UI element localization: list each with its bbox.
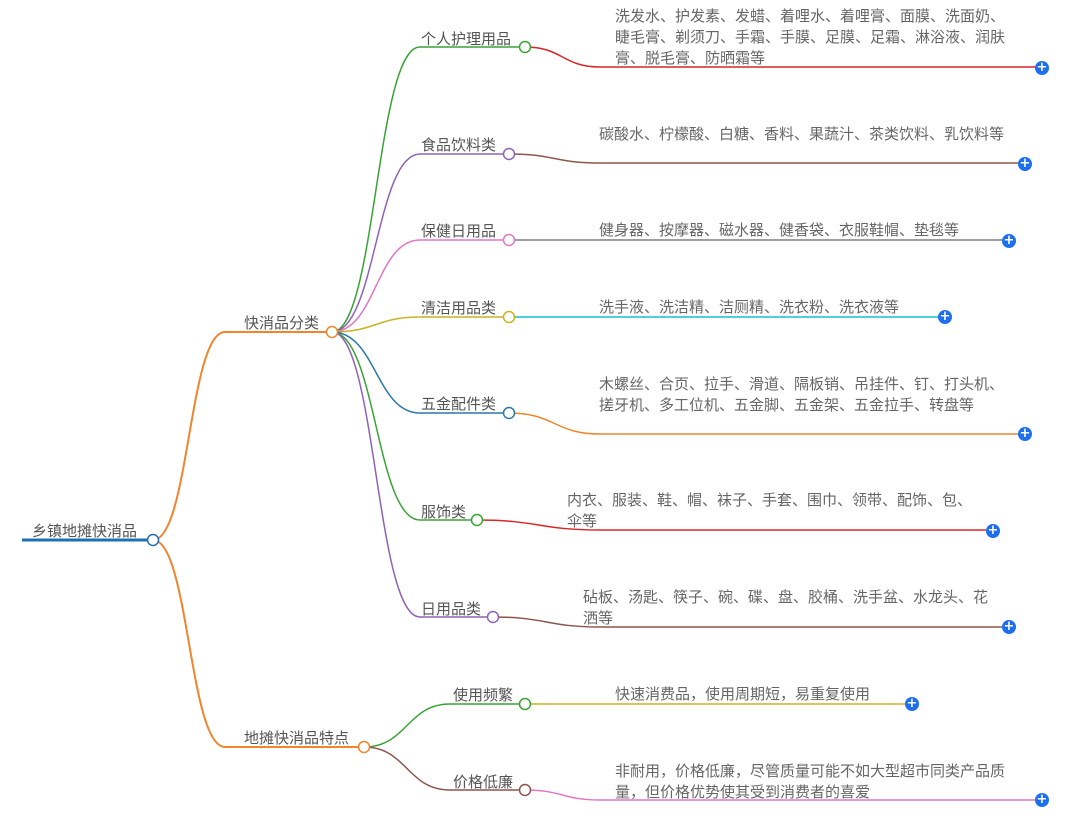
topic-node[interactable] [518, 697, 532, 711]
detail-cleaning: 洗手液、洗洁精、洁厕精、洗衣粉、洗衣液等 [599, 298, 900, 316]
root-node[interactable] [146, 533, 160, 547]
branch-node[interactable] [357, 740, 371, 754]
category-personal-care[interactable]: 个人护理用品 [421, 30, 512, 48]
detail-personal-care: 洗发水、护发素、发蜡、着哩水、着哩膏、面膜、洗面奶、睫毛膏、剃须刀、手霜、手膜、… [615, 7, 1006, 67]
detail-low-price: 非耐用，价格低廉，尽管质量可能不如大型超市同类产品质量，但价格优势使其受到消费者… [615, 762, 1006, 801]
topic-node[interactable] [502, 147, 516, 161]
branch-node[interactable] [325, 325, 339, 339]
branch-label-features[interactable]: 地摊快消品特点 [244, 729, 350, 747]
child-link [331, 331, 509, 414]
leaf-link [476, 519, 986, 531]
topic-node[interactable] [502, 233, 516, 247]
category-daily-goods[interactable]: 日用品类 [421, 600, 482, 618]
child-link [363, 703, 525, 748]
detail-food-drink: 碳酸水、柠檬酸、白糖、香料、果蔬汁、茶类饮料、乳饮料等 [599, 125, 1005, 143]
topic-node[interactable] [518, 783, 532, 797]
topic-node[interactable] [486, 610, 500, 624]
topic-node[interactable] [518, 40, 532, 54]
feature-low-price[interactable]: 价格低廉 [453, 773, 514, 791]
detail-apparel: 内衣、服装、鞋、帽、袜子、手套、围巾、领带、配饰、包、伞等 [567, 491, 973, 530]
branch-link [152, 539, 364, 748]
topic-node[interactable] [470, 513, 484, 527]
expand-icon[interactable]: + [1002, 619, 1016, 634]
child-link [331, 153, 509, 333]
root-node-label[interactable]: 乡镇地摊快消品 [32, 522, 138, 540]
category-hardware[interactable]: 五金配件类 [421, 395, 497, 413]
leaf-link [524, 789, 1035, 801]
category-health[interactable]: 保健日用品 [421, 222, 497, 240]
expand-icon[interactable]: + [1002, 233, 1016, 248]
expand-icon[interactable]: + [905, 696, 919, 711]
child-link [331, 316, 509, 333]
expand-icon[interactable]: + [1018, 156, 1032, 171]
category-cleaning[interactable]: 清洁用品类 [421, 299, 497, 317]
leaf-link [492, 616, 1002, 628]
topic-node[interactable] [502, 406, 516, 420]
category-apparel[interactable]: 服饰类 [421, 503, 467, 521]
feature-frequent-use[interactable]: 使用频繁 [453, 686, 514, 704]
category-food-drink[interactable]: 食品饮料类 [421, 136, 497, 154]
detail-hardware: 木螺丝、合页、拉手、滑道、隔板销、吊挂件、钉、打头机、搓牙机、多工位机、五金脚、… [599, 375, 1005, 414]
expand-icon[interactable]: + [986, 523, 1000, 538]
expand-icon[interactable]: + [1035, 60, 1049, 75]
leaf-link [508, 412, 1018, 435]
branch-link [152, 331, 332, 541]
expand-icon[interactable]: + [1035, 792, 1049, 807]
leaf-link [524, 46, 1035, 68]
detail-frequent-use: 快速消费品，使用周期短，易重复使用 [615, 685, 871, 703]
child-link [331, 331, 477, 521]
expand-icon[interactable]: + [938, 309, 952, 324]
expand-icon[interactable]: + [1018, 426, 1032, 441]
leaf-link [508, 153, 1018, 164]
topic-node[interactable] [502, 310, 516, 324]
child-link [331, 331, 493, 618]
child-link [331, 239, 509, 333]
detail-daily-goods: 砧板、汤匙、筷子、碗、碟、盘、胶桶、洗手盆、水龙头、花洒等 [583, 588, 989, 627]
detail-health: 健身器、按摩器、磁水器、健香袋、衣服鞋帽、垫毯等 [599, 221, 960, 239]
child-link [363, 746, 525, 791]
branch-label-categories[interactable]: 快消品分类 [244, 314, 320, 332]
child-link [331, 46, 525, 333]
